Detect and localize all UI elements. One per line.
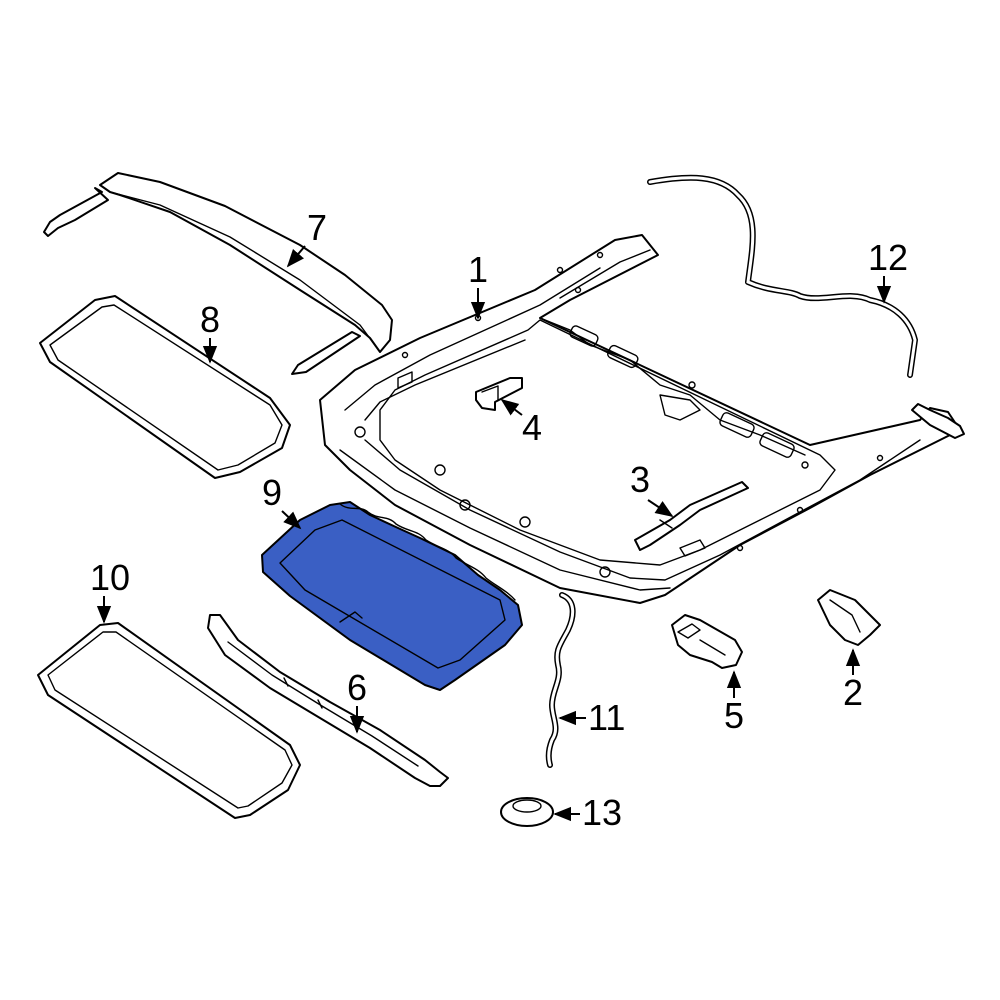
- callout-11-label: 11: [588, 697, 625, 738]
- callout-1-label: 1: [468, 249, 488, 290]
- callout-7: 7: [286, 207, 327, 268]
- callout-10: 10: [90, 557, 130, 624]
- part-8-glass-panel[interactable]: [39, 295, 291, 479]
- part-3-guide-rail[interactable]: [634, 481, 749, 551]
- sunshade-highlight: [261, 501, 523, 691]
- callout-6: 6: [347, 667, 367, 734]
- callout-9: 9: [262, 472, 302, 530]
- part-1-sunroof-frame[interactable]: [319, 234, 965, 604]
- callout-7-label: 7: [307, 207, 327, 248]
- callout-4: 4: [500, 398, 542, 448]
- part-4-bracket[interactable]: [475, 377, 523, 411]
- part-10-seal[interactable]: [37, 622, 301, 819]
- part-6-trim-strip[interactable]: [207, 614, 449, 787]
- callout-11: 11: [558, 697, 625, 738]
- part-11-drain-hose[interactable]: [545, 592, 576, 768]
- callout-8-label: 8: [200, 299, 220, 340]
- callout-5: 5: [724, 670, 744, 736]
- callout-3-label: 3: [630, 459, 650, 500]
- part-13-grommet[interactable]: [500, 797, 554, 827]
- callout-13: 13: [553, 792, 622, 833]
- part-2-bracket[interactable]: [817, 589, 881, 646]
- callout-5-label: 5: [724, 695, 744, 736]
- callout-4-label: 4: [522, 407, 542, 448]
- callout-1: 1: [468, 249, 488, 320]
- callout-13-label: 13: [582, 792, 622, 833]
- part-7-deflector-trim[interactable]: [43, 172, 393, 375]
- part-5-motor[interactable]: [671, 614, 743, 669]
- callout-9-label: 9: [262, 472, 282, 513]
- callout-12-label: 12: [868, 237, 908, 278]
- callout-3: 3: [630, 459, 674, 517]
- callout-8: 8: [200, 299, 220, 364]
- callout-2-label: 2: [843, 672, 863, 713]
- callout-6-label: 6: [347, 667, 367, 708]
- callout-10-label: 10: [90, 557, 130, 598]
- part-9-sunshade[interactable]: [261, 501, 523, 691]
- callout-2: 2: [843, 648, 863, 713]
- callout-12: 12: [868, 237, 908, 304]
